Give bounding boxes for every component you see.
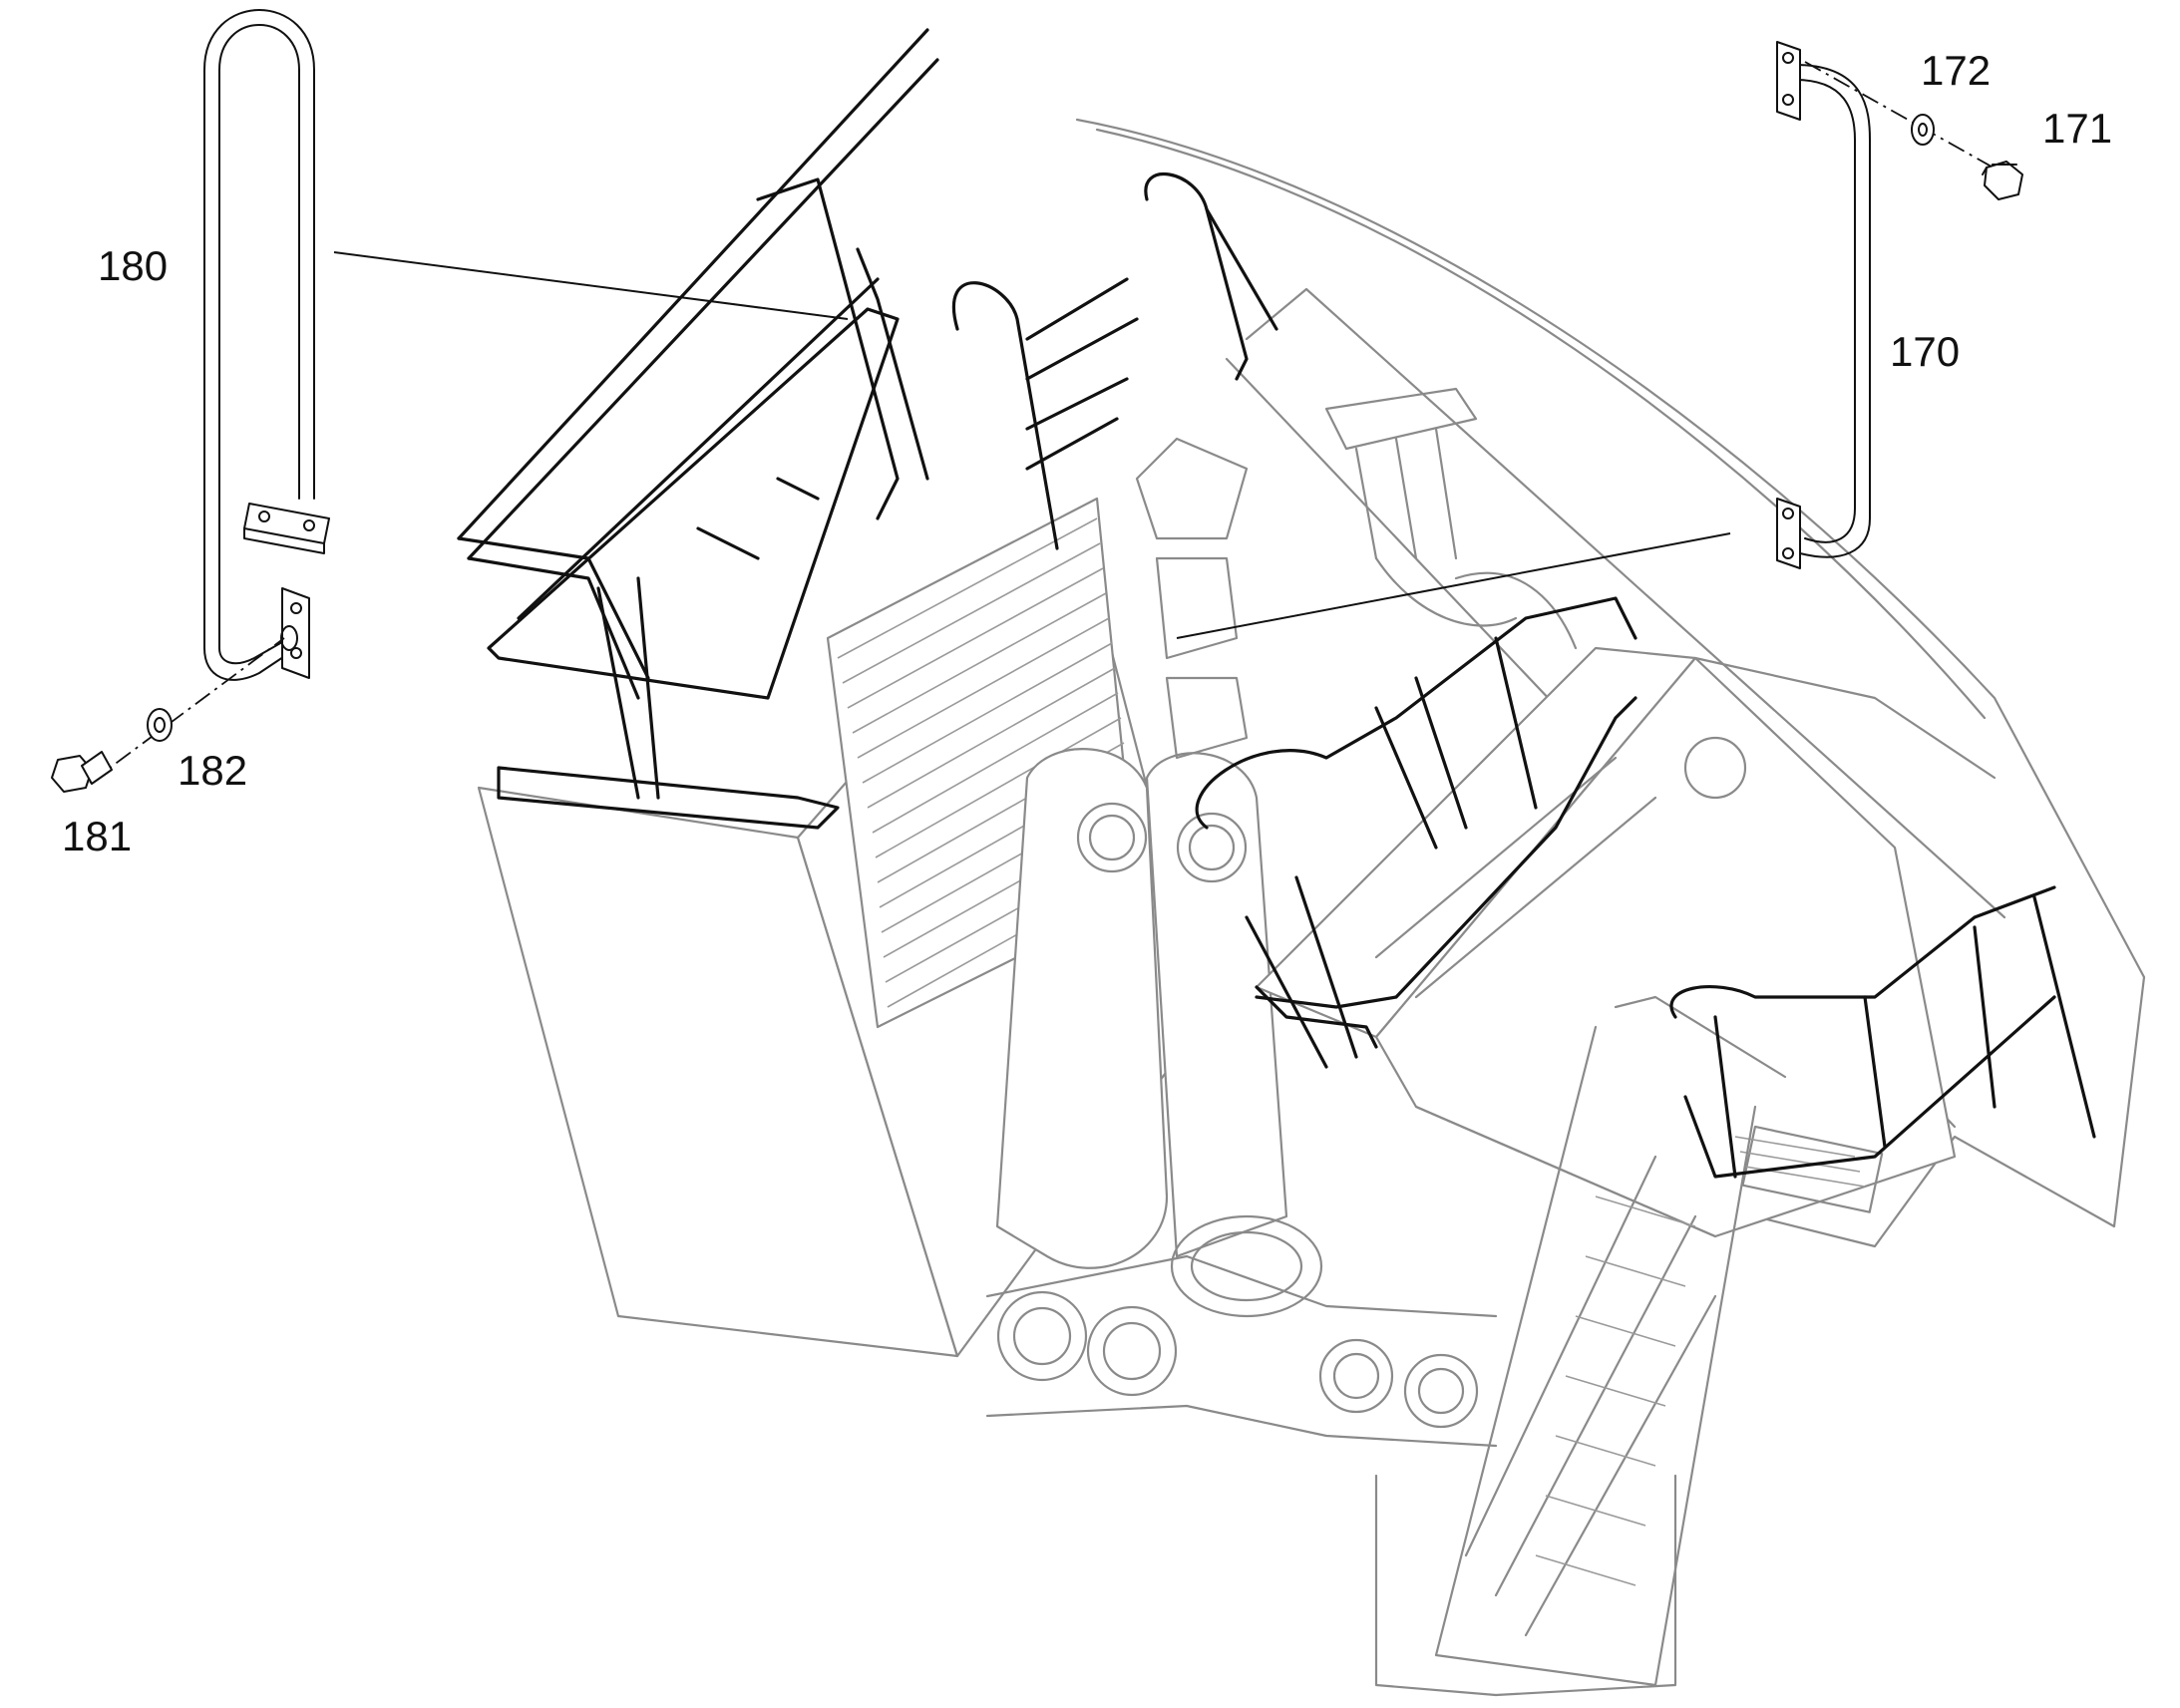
hex-bolt-icon-181 — [51, 751, 113, 793]
hex-bolt-icon-171 — [1982, 161, 2023, 200]
leader-170 — [1176, 532, 1731, 639]
callout-170: 170 — [1890, 328, 1961, 375]
handrail-180-detail — [203, 9, 330, 681]
fasteners-right — [1804, 61, 2023, 200]
railings — [457, 28, 2096, 1179]
right-deck — [1255, 646, 1997, 1238]
flat-washer-icon-182 — [147, 708, 173, 742]
fasteners-left — [51, 637, 285, 793]
callout-171: 171 — [2042, 105, 2113, 152]
valve-bank — [1135, 387, 1578, 760]
callout-180: 180 — [98, 242, 169, 289]
leader-180 — [333, 251, 849, 320]
callout-172: 172 — [1921, 47, 1992, 94]
callout-181: 181 — [62, 813, 133, 859]
flat-washer-icon-172 — [1911, 114, 1935, 146]
handle-170-detail — [1776, 41, 1871, 569]
main-assembly-view — [477, 118, 2146, 1697]
callout-182: 182 — [178, 747, 248, 794]
access-ladder — [1374, 995, 1787, 1697]
boom-frame — [985, 748, 1498, 1448]
